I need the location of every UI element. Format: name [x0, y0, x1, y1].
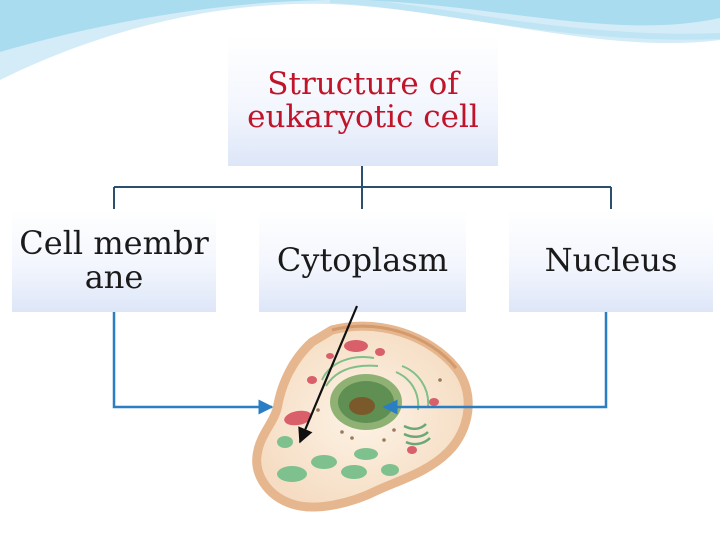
node-label-cell-membrane: Cell membrane — [19, 223, 209, 296]
node-nucleus: Nucleus — [509, 209, 713, 312]
title-label: Structure of eukaryotic cell — [247, 66, 479, 135]
membrane-arrow — [112, 312, 274, 415]
golgi-apparatus — [403, 423, 431, 446]
title-node: Structure of eukaryotic cell — [228, 36, 498, 166]
nucleolus — [349, 397, 375, 415]
mitochondria — [284, 340, 439, 454]
node-cytoplasm: Cytoplasm — [259, 209, 466, 312]
cytoplasm-pointer-arrow — [298, 305, 359, 444]
endoplasmic-reticulum — [321, 356, 430, 411]
node-label-nucleus: Nucleus — [544, 240, 678, 279]
node-cell-membrane: Cell membrane — [12, 209, 216, 312]
nucleus-arrow — [382, 312, 608, 415]
cell-illustration — [252, 321, 473, 512]
tree-connectors — [113, 166, 612, 209]
vacuoles — [277, 436, 399, 482]
ribosome-dots — [316, 378, 442, 442]
node-label-cytoplasm: Cytoplasm — [276, 240, 449, 279]
